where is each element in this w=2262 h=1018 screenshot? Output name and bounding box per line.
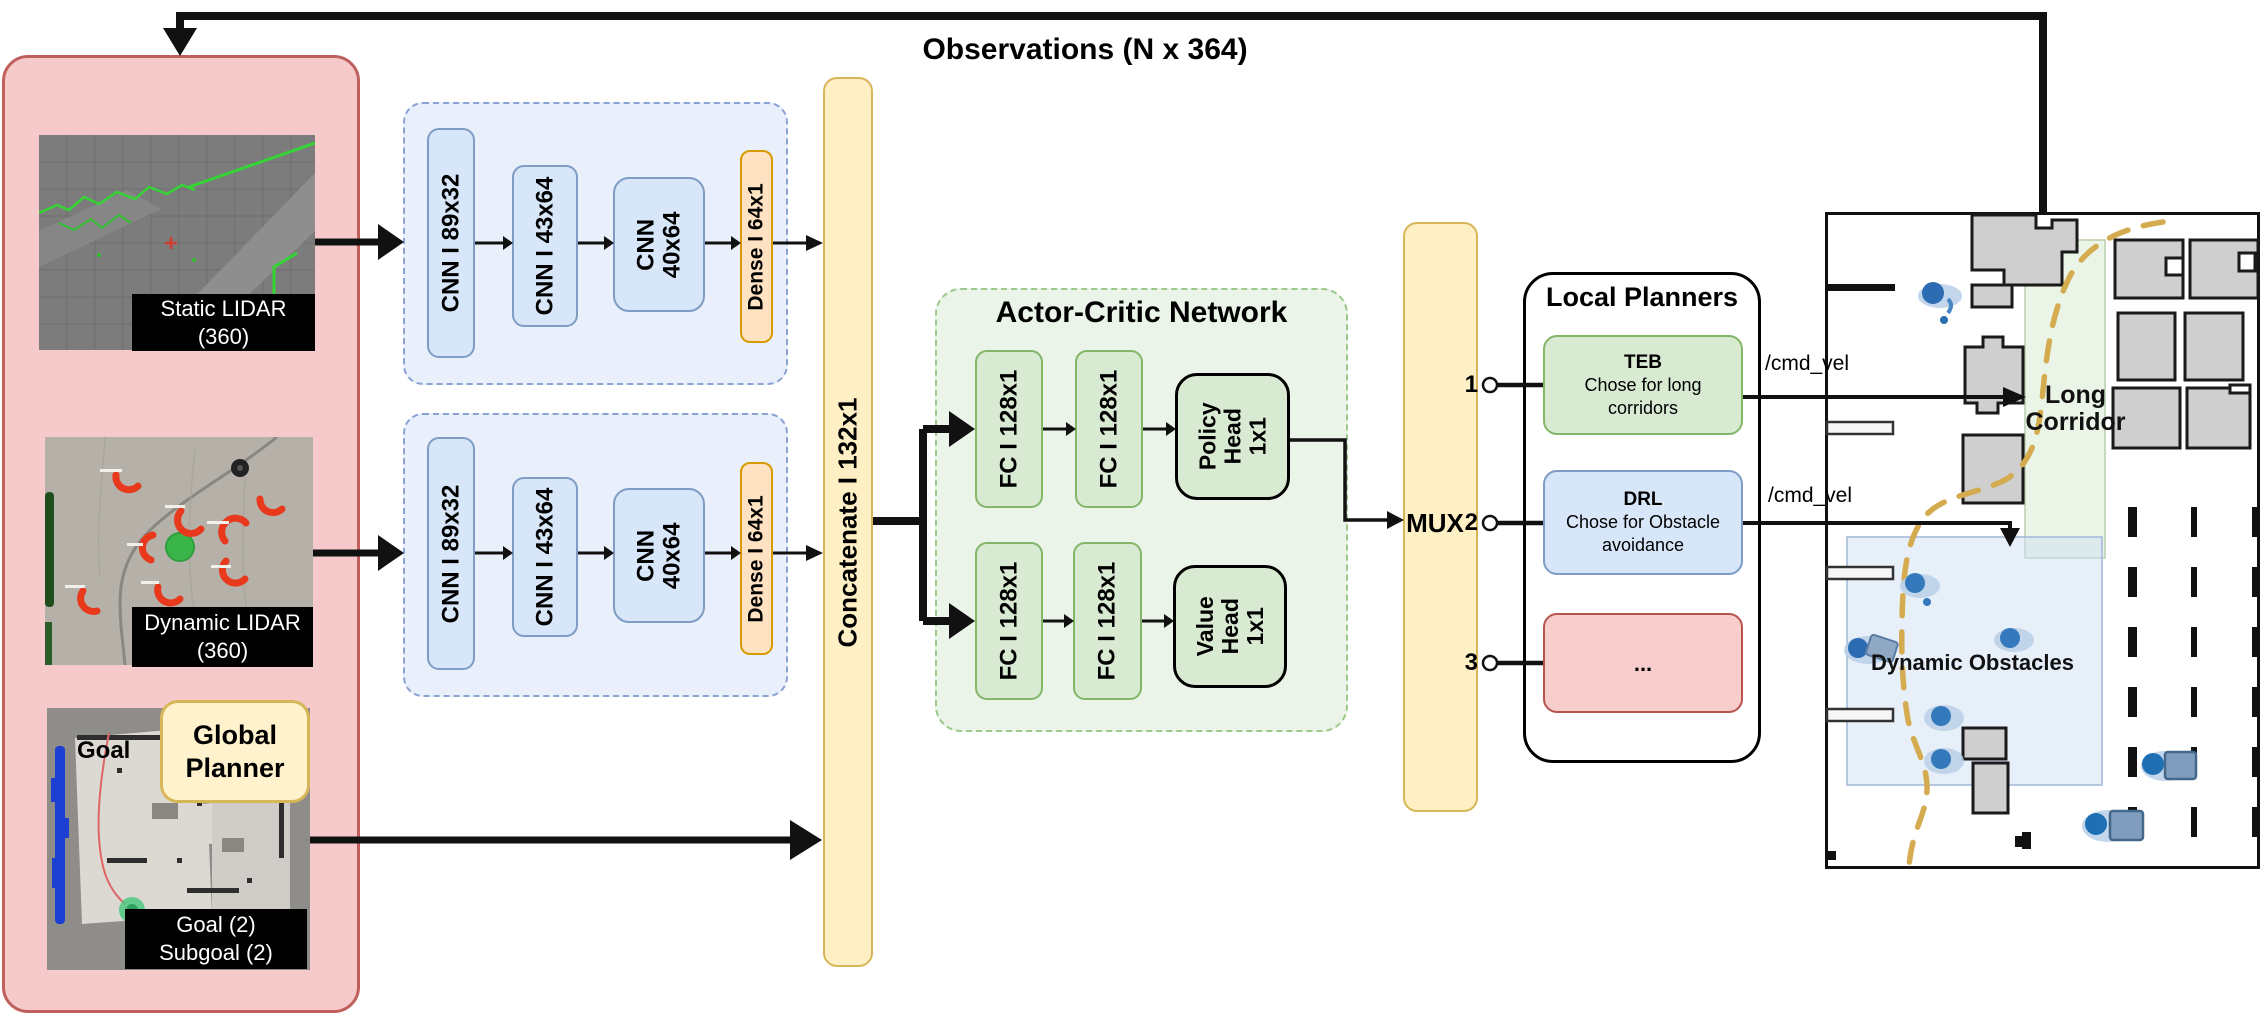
static-lidar-label-line1: Static LIDAR (160, 295, 287, 321)
concatenate-bar: Concatenate I 132x1 (823, 77, 873, 967)
cmd-vel-label-teb: /cmd_vel (1765, 352, 1850, 375)
fc-layer-policy-1: FC I 128x1 (975, 350, 1043, 508)
mux-port-1: 1 (1464, 371, 1478, 398)
goal-map-label-line2: Subgoal (2) (159, 940, 273, 965)
global-planner-line2: Planner (185, 752, 285, 783)
value-head-box: Value Head 1x1 (1173, 565, 1287, 688)
dense-layer-static: Dense I 64x1 (740, 150, 773, 343)
drl-name: DRL (1623, 489, 1663, 510)
teb-name: TEB (1624, 351, 1662, 373)
dynamic-to-cnn-arrowhead (378, 535, 404, 571)
drl-desc-1: Chose for Obstacle (1565, 512, 1721, 532)
other-planner-label: ... (1633, 650, 1653, 676)
mux-port-2: 2 (1464, 509, 1478, 536)
fc-layer-policy-2: FC I 128x1 (1075, 350, 1143, 508)
goal-map-goal-text: Goal (77, 737, 131, 764)
dynamic-obstacles-label: Dynamic Obstacles (1871, 650, 2074, 675)
simulation-map (1825, 212, 2260, 869)
local-planners-title: Local Planners (1545, 282, 1739, 312)
policy-head-box: Policy Head 1x1 (1175, 373, 1290, 500)
static-to-cnn-arrowhead (378, 224, 404, 260)
cnn-layer-static-1: CNN I 89x32 (427, 128, 475, 358)
goal-map-label-line1: Goal (2) (176, 912, 256, 937)
dynamic-lidar-label: Dynamic LIDAR (360) (132, 607, 313, 667)
mux-label: MUX (1406, 508, 1464, 538)
observations-title: Observations (N x 364) (922, 33, 1248, 66)
fc-layer-value-1: FC I 128x1 (975, 542, 1043, 700)
goal-map-label: Goal (2) Subgoal (2) (125, 909, 307, 969)
cnn-layer-dynamic-2: CNN I 43x64 (512, 477, 578, 637)
drl-desc-2: avoidance (1601, 535, 1685, 555)
cnn-layer-dynamic-1: CNN I 89x32 (427, 437, 475, 670)
dynamic-lidar-label-line2: (360) (196, 638, 249, 663)
mux-bar (1403, 222, 1478, 812)
global-planner-box: Global Planner (160, 700, 310, 803)
mux-port-3: 3 (1464, 649, 1478, 676)
goal-to-concat-arrowhead (790, 820, 822, 860)
teb-desc-1: Chose for long (1584, 374, 1702, 395)
global-planner-line1: Global (192, 719, 277, 750)
teb-desc-2: corridors (1607, 397, 1678, 418)
feedback-arrowhead (163, 28, 197, 56)
static-lidar-label: Static LIDAR (360) (132, 294, 315, 351)
policy-to-mux-arrowhead (1387, 511, 1404, 529)
cmd-vel-label-drl: /cmd_vel (1768, 484, 1853, 507)
other-planner-box: ... (1543, 613, 1743, 713)
dynamic-lidar-preview (45, 437, 286, 665)
fc-layer-value-2: FC I 128x1 (1073, 542, 1142, 700)
drl-planner-box: DRL Chose for Obstacle avoidance (1543, 470, 1743, 575)
actor-critic-title: Actor-Critic Network (995, 296, 1288, 329)
static-lidar-label-line2: (360) (197, 323, 250, 349)
cnn-layer-static-2: CNN I 43x64 (512, 165, 578, 327)
teb-planner-box: TEB Chose for long corridors (1543, 335, 1743, 435)
long-corridor-label: Long Corridor (2025, 381, 2126, 436)
dynamic-lidar-label-line1: Dynamic LIDAR (144, 610, 301, 635)
dense-layer-dynamic: Dense I 64x1 (740, 462, 773, 655)
